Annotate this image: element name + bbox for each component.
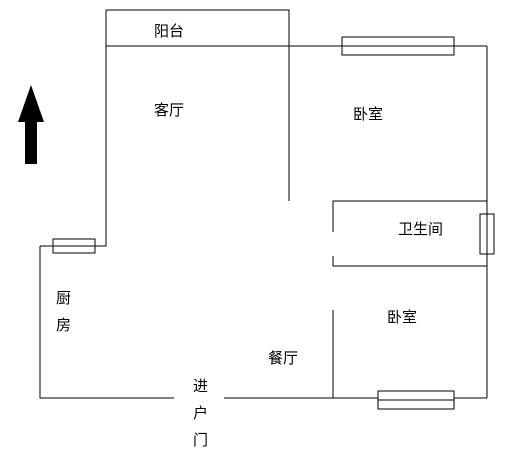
label-kitchen-1: 厨 [56, 289, 71, 307]
label-dining-room: 餐厅 [268, 349, 298, 367]
north-arrow-icon [18, 85, 44, 164]
window-bedroom-south [377, 390, 455, 410]
label-bedroom-1: 卧室 [353, 105, 383, 123]
label-entrance-3: 门 [193, 431, 208, 449]
label-living-room: 客厅 [154, 101, 184, 119]
label-kitchen-2: 房 [56, 316, 71, 334]
label-entrance-1: 进 [193, 377, 208, 395]
balcony-wall [106, 9, 290, 201]
label-bedroom-2: 卧室 [387, 308, 417, 326]
label-bathroom: 卫生间 [398, 220, 443, 238]
bathroom-wall [332, 200, 487, 232]
living-room-west-wall [40, 10, 107, 247]
kitchen-wall [39, 246, 174, 399]
bathroom-wall-lower [332, 256, 487, 267]
label-balcony: 阳台 [154, 22, 184, 40]
label-entrance-2: 户 [193, 404, 208, 422]
window-bathroom [479, 213, 495, 255]
window-bedroom-north [341, 36, 455, 56]
window-kitchen [52, 238, 96, 254]
